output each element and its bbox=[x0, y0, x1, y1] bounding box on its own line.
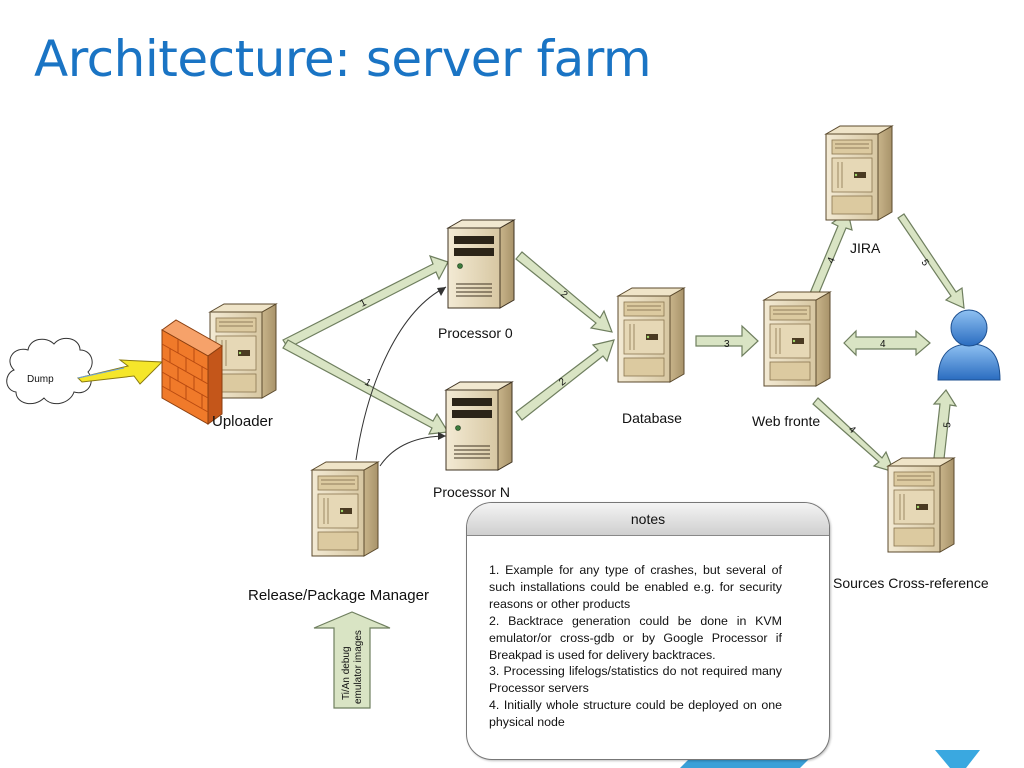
flow-label-1a: 1 bbox=[358, 297, 368, 310]
web-frontend-label: Web fronte bbox=[752, 413, 820, 429]
jira-label: JIRA bbox=[850, 240, 881, 256]
note-item-2: 2. Backtrace generation could be done in… bbox=[489, 613, 782, 662]
flow-label-4-sources: 4 bbox=[846, 424, 858, 436]
lightning-icon bbox=[77, 359, 164, 385]
slide-title: Architecture: server farm bbox=[34, 30, 652, 88]
arrow-database-to-web bbox=[695, 324, 759, 358]
processor0-label: Processor 0 bbox=[438, 325, 513, 341]
flow-label-2a: 2 bbox=[558, 289, 570, 301]
flow-label-3: 3 bbox=[724, 339, 730, 350]
processor0-server-icon bbox=[447, 219, 515, 309]
web-frontend-server-icon bbox=[763, 291, 831, 387]
notes-body: 1. Example for any type of crashes, but … bbox=[467, 536, 829, 731]
arrow-web-to-sources bbox=[812, 397, 896, 473]
flow-label-2b: 2 bbox=[557, 376, 569, 388]
notes-box: notes 1. Example for any type of crashes… bbox=[466, 502, 830, 760]
curve-release-to-processorN bbox=[379, 435, 447, 467]
input-arrow-line2: emulator images bbox=[353, 630, 364, 704]
flow-label-5-jira: 5 bbox=[919, 258, 931, 269]
release-manager-label: Release/Package Manager bbox=[248, 587, 429, 604]
user-icon bbox=[937, 309, 1001, 381]
jira-server-icon bbox=[825, 125, 893, 221]
note-item-4: 4. Initially whole structure could be de… bbox=[489, 698, 782, 730]
database-label: Database bbox=[622, 410, 682, 426]
arrow-web-to-user bbox=[843, 329, 931, 357]
note-item-3: 3. Processing lifelogs/statistics do not… bbox=[489, 664, 782, 696]
sources-server-icon bbox=[887, 457, 955, 553]
processorN-server-icon bbox=[445, 381, 513, 471]
note-item-1: 1. Example for any type of crashes, but … bbox=[489, 563, 782, 611]
dump-cloud bbox=[6, 337, 93, 405]
flow-label-1b: 1 bbox=[363, 377, 373, 390]
firewall-icon bbox=[161, 319, 223, 425]
flow-label-5-sources: 5 bbox=[942, 421, 954, 428]
uploader-label: Uploader bbox=[212, 413, 273, 430]
dump-label: Dump bbox=[27, 374, 54, 385]
arrow-processor0-to-database bbox=[515, 251, 613, 333]
sources-label: Sources Cross-reference bbox=[833, 575, 989, 591]
arrow-web-to-jira bbox=[807, 211, 853, 301]
arrow-jira-to-user bbox=[897, 213, 965, 309]
processorN-label: Processor N bbox=[433, 484, 510, 500]
arrow-uploader-to-processor0 bbox=[282, 255, 449, 349]
notes-title: notes bbox=[467, 503, 829, 536]
bottom-decoration-right bbox=[935, 750, 980, 768]
debug-images-input-arrow bbox=[313, 611, 391, 709]
flow-label-4-jira: 4 bbox=[826, 255, 838, 265]
arrow-processorN-to-database bbox=[515, 339, 615, 421]
curve-release-to-processor0 bbox=[355, 286, 447, 461]
input-arrow-line1: Ti/An debug bbox=[341, 646, 352, 700]
arrow-sources-to-user bbox=[932, 388, 958, 460]
database-server-icon bbox=[617, 287, 685, 383]
release-manager-server-icon bbox=[311, 461, 379, 557]
flow-label-4-user: 4 bbox=[880, 339, 886, 350]
